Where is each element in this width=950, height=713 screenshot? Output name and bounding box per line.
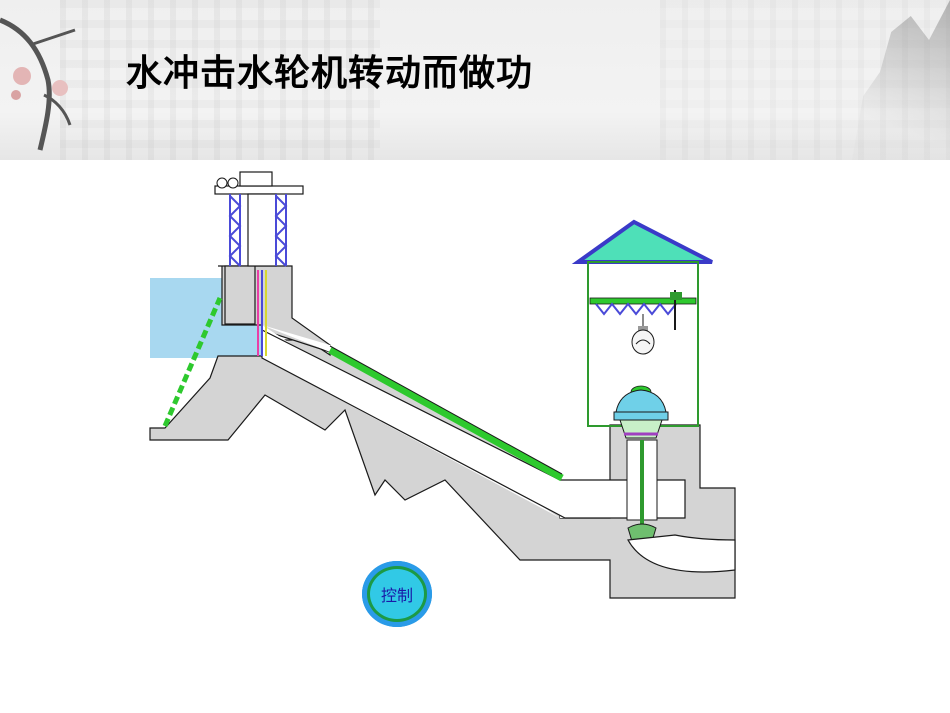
powerhouse-roof <box>571 219 713 264</box>
calligraphy-decoration <box>60 0 380 160</box>
hoist-wheel-2 <box>227 177 239 189</box>
hoist-truss-left <box>228 194 242 267</box>
generator <box>613 385 669 439</box>
hoist-shaft <box>247 193 277 267</box>
intake-gate-chamber <box>224 265 256 325</box>
plum-branch-icon <box>0 17 76 151</box>
light-bulb-icon <box>631 314 655 355</box>
control-button[interactable]: 控制 <box>362 561 432 627</box>
reservoir-water <box>150 278 262 358</box>
draft-tube <box>627 534 736 573</box>
calligraphy-decoration-right <box>660 0 950 160</box>
slide-title: 水冲击水轮机转动而做功 <box>126 53 534 94</box>
control-button-label: 控制 <box>367 566 427 622</box>
hoist-housing <box>239 171 273 187</box>
header-background <box>0 0 950 160</box>
hoist-deck <box>214 185 304 195</box>
penstock-lining <box>328 346 564 482</box>
crane-beam <box>589 290 697 330</box>
penstock-lining-edge <box>329 345 563 475</box>
hoist-truss-right <box>274 194 288 267</box>
hoist-wheel <box>216 177 228 189</box>
